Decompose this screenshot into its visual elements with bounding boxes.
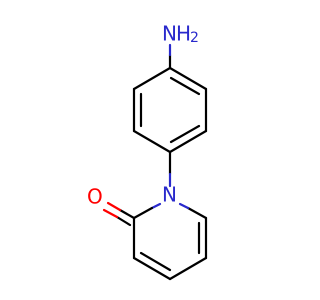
carbonyl-bond-outer-o (106, 201, 122, 212)
amine-nitrogen-label: N (162, 22, 177, 46)
carbonyl-bond-inner-o (102, 208, 119, 219)
carbonyl-bond-inner-c (115, 215, 132, 227)
benzene-bond-4 (132, 129, 172, 154)
pyridinone-n-c2-c-part (132, 206, 154, 220)
pyridinone-c4-c5 (168, 256, 208, 281)
benzene-double-bond-b (169, 124, 201, 144)
benzene-double-bond-a (169, 76, 201, 96)
carbonyl-bond-outer-c (118, 208, 136, 220)
amine-hydrogen-label: H (176, 22, 191, 46)
pyridinone-n-c2-n-part (150, 202, 162, 210)
amine-hydrogen-count-subscript: 2 (190, 30, 199, 46)
benzene-bond-6 (132, 66, 172, 91)
ring-nitrogen-label: N (162, 183, 177, 207)
pyridinone-c6-n-n-part (178, 202, 190, 210)
pyridinone-double-bond-c3-c4 (139, 251, 172, 272)
carbonyl-oxygen-label: O (87, 185, 103, 209)
pyridinone-c6-n-c-part (186, 206, 208, 220)
structure-diagram: N H 2 N O (87, 22, 208, 281)
benzene-bond-3 (168, 129, 208, 154)
pyridinone-c3-c4 (132, 256, 172, 281)
molecule-canvas: N H 2 N O (87, 21, 208, 281)
benzene-bond-1 (168, 66, 208, 91)
